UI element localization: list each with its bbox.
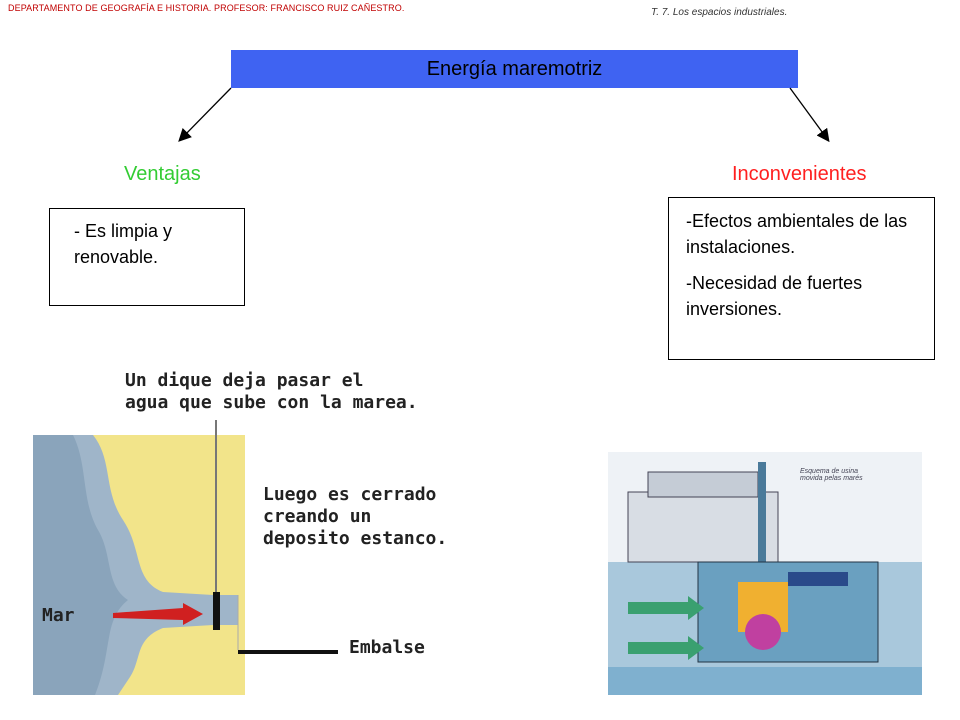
plant-diagram (608, 452, 922, 695)
tide-caption-mid: Luego es cerrado creando un deposito est… (263, 484, 448, 549)
embalse-label: Embalse (349, 637, 425, 658)
tide-caption-top: Un dique deja pasar el agua que sube con… (125, 370, 418, 413)
inconvenientes-box: -Efectos ambientales de las instalacione… (668, 197, 935, 360)
inconveniente-item: -Necesidad de fuertes inversiones. (686, 273, 863, 319)
inconveniente-item: -Efectos ambientales de las instalacione… (686, 211, 908, 257)
tide-diagram (33, 420, 338, 695)
header-right: T. 7. Los espacios industriales. (651, 7, 788, 18)
ventajas-box: - Es limpia y renovable. (49, 208, 245, 306)
plant-label: Esquema de usina movida pelas marés (800, 468, 863, 482)
arrow-right (789, 87, 830, 143)
ventajas-heading: Ventajas (124, 163, 201, 185)
page-title: Energía maremotriz (426, 57, 603, 80)
ventajas-text: - Es limpia y renovable. (74, 221, 173, 267)
header-left: DEPARTAMENTO DE GEOGRAFÍA E HISTORIA. PR… (8, 3, 405, 13)
inconvenientes-heading: Inconvenientes (732, 163, 867, 185)
mar-label: Mar (42, 605, 75, 626)
arrow-left (178, 87, 232, 142)
title-bar: Energía maremotriz (231, 50, 798, 88)
